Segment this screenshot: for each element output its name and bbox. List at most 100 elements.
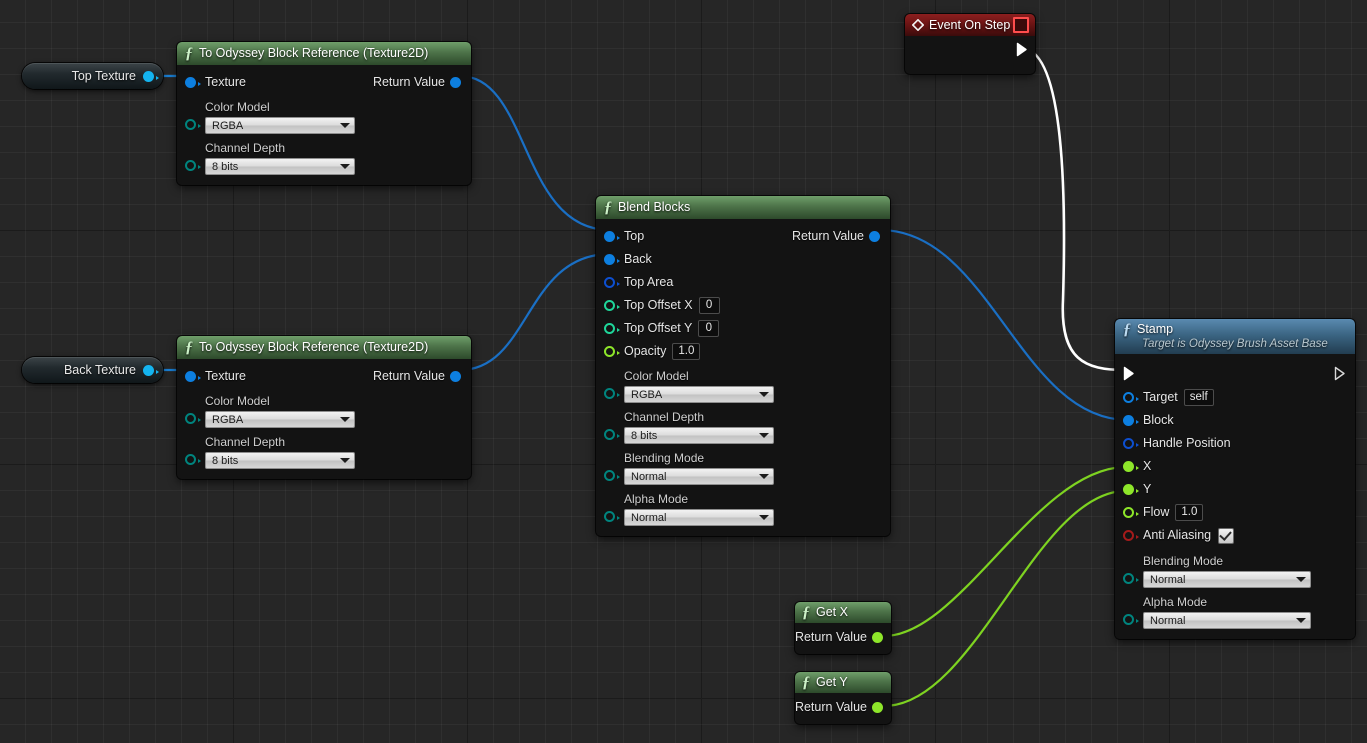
input-pin-top[interactable]	[604, 231, 620, 242]
input-pin-channel-depth[interactable]	[185, 160, 201, 171]
input-pin-blending-mode[interactable]	[604, 470, 620, 481]
input-pin-target[interactable]	[1123, 392, 1139, 403]
combo-channel-depth[interactable]: 8 bits	[624, 427, 774, 444]
input-value-opacity[interactable]: 1.0	[672, 343, 701, 360]
node-title-text: Get Y	[816, 675, 848, 689]
pin-row-return-value: Return Value	[795, 626, 891, 649]
input-pin-color-model[interactable]	[185, 119, 201, 130]
pin-row-return-value: Return Value	[795, 696, 891, 719]
combo-value-channel-depth: 8 bits	[212, 454, 239, 467]
checkbox-anti-aliasing[interactable]	[1218, 527, 1235, 544]
input-exec-pin[interactable]	[1123, 366, 1134, 381]
input-value-target[interactable]: self	[1183, 389, 1214, 406]
input-label-block: Block	[1143, 413, 1174, 427]
input-pin-opacity[interactable]	[604, 346, 620, 357]
node-blend-blocks[interactable]: ƒ Blend Blocks Top Return Value	[596, 196, 890, 536]
output-pin-return-value[interactable]	[872, 632, 883, 643]
function-icon: ƒ	[185, 338, 193, 356]
node-to-odyssey-block-reference-back[interactable]: ƒ To Odyssey Block Reference (Texture2D)…	[177, 336, 471, 479]
input-pin-channel-depth[interactable]	[604, 429, 620, 440]
input-pin-handle-position[interactable]	[1123, 438, 1139, 449]
pin-row-block: Block	[1115, 409, 1355, 432]
combo-color-model[interactable]: RGBA	[205, 411, 355, 428]
pin-row-top-area: Top Area	[596, 271, 890, 294]
node-get-x[interactable]: ƒ Get X Return Value	[795, 602, 891, 654]
output-pin-return-value[interactable]	[450, 77, 461, 88]
output-pin-return-value[interactable]	[869, 231, 880, 242]
output-exec-pin[interactable]	[1016, 42, 1027, 57]
input-label-top-offset-x: Top Offset X	[624, 298, 693, 312]
pin-row-texture: Texture Return Value	[177, 71, 471, 94]
input-pin-texture[interactable]	[185, 371, 201, 382]
input-pin-channel-depth[interactable]	[185, 454, 201, 465]
input-value-top-offset-x[interactable]: 0	[698, 297, 720, 314]
top-texture-output-pin[interactable]	[143, 70, 159, 82]
variable-node-back-texture[interactable]: Back Texture	[22, 357, 163, 383]
combo-row-color-model: Color Model RGBA	[177, 392, 471, 430]
top-texture-label: Top Texture	[71, 69, 136, 83]
combo-color-model[interactable]: RGBA	[205, 117, 355, 134]
combo-value-color-model: RGBA	[631, 388, 663, 401]
input-pin-block[interactable]	[1123, 415, 1139, 426]
chevron-down-icon	[759, 392, 769, 397]
node-title-bar: Event On Step	[905, 14, 1035, 36]
combo-blending-mode[interactable]: Normal	[624, 468, 774, 485]
node-to-odyssey-block-reference-top[interactable]: ƒ To Odyssey Block Reference (Texture2D)…	[177, 42, 471, 185]
variable-node-top-texture[interactable]: Top Texture	[22, 63, 163, 89]
output-exec-pin[interactable]	[1334, 366, 1345, 381]
input-pin-top-offset-x[interactable]	[604, 300, 620, 311]
input-pin-top-area[interactable]	[604, 277, 620, 288]
input-pin-texture[interactable]	[185, 77, 201, 88]
input-pin-alpha-mode[interactable]	[1123, 614, 1139, 625]
node-body: Target self Block Handle Position X	[1115, 354, 1355, 639]
pin-row-anti-aliasing: Anti Aliasing	[1115, 524, 1355, 547]
input-pin-blending-mode[interactable]	[1123, 573, 1139, 584]
node-title-bar: ƒ To Odyssey Block Reference (Texture2D)	[177, 42, 471, 65]
chevron-down-icon	[759, 433, 769, 438]
chevron-down-icon	[340, 458, 350, 463]
combo-value-channel-depth: 8 bits	[212, 160, 239, 173]
node-title-bar: ƒ Get X	[795, 602, 891, 623]
node-event-on-step[interactable]: Event On Step	[905, 14, 1035, 74]
node-get-y[interactable]: ƒ Get Y Return Value	[795, 672, 891, 724]
input-value-flow[interactable]: 1.0	[1175, 504, 1204, 521]
chevron-down-icon	[340, 123, 350, 128]
combo-channel-depth[interactable]: 8 bits	[205, 158, 355, 175]
node-stamp[interactable]: ƒ Stamp Target is Odyssey Brush Asset Ba…	[1115, 319, 1355, 639]
input-label-y: Y	[1143, 482, 1152, 496]
combo-channel-depth[interactable]: 8 bits	[205, 452, 355, 469]
input-pin-anti-aliasing[interactable]	[1123, 530, 1139, 541]
output-label-return-value: Return Value	[791, 229, 864, 243]
node-title-bar: ƒ Blend Blocks	[596, 196, 890, 219]
function-icon: ƒ	[185, 44, 193, 62]
combo-blending-mode[interactable]: Normal	[1143, 571, 1311, 588]
input-pin-x[interactable]	[1123, 461, 1139, 472]
wire-backref-to-blend-back	[459, 252, 611, 372]
input-pin-y[interactable]	[1123, 484, 1139, 495]
node-subtitle-text: Target is Odyssey Brush Asset Base	[1142, 338, 1328, 350]
event-delegate-icon[interactable]	[1013, 17, 1029, 33]
input-pin-color-model[interactable]	[185, 413, 201, 424]
chevron-down-icon	[1296, 618, 1306, 623]
pin-row-top: Top Return Value	[596, 225, 890, 248]
input-pin-flow[interactable]	[1123, 507, 1139, 518]
combo-value-alpha-mode: Normal	[631, 511, 667, 524]
input-pin-alpha-mode[interactable]	[604, 511, 620, 522]
wire-blend-to-stamp-block	[879, 228, 1129, 422]
combo-value-alpha-mode: Normal	[1150, 614, 1186, 627]
output-pin-return-value[interactable]	[872, 702, 883, 713]
combo-alpha-mode[interactable]: Normal	[1143, 612, 1311, 629]
input-pin-top-offset-y[interactable]	[604, 323, 620, 334]
input-pin-back[interactable]	[604, 254, 620, 265]
node-title-text: To Odyssey Block Reference (Texture2D)	[199, 46, 429, 60]
output-pin-return-value[interactable]	[450, 371, 461, 382]
function-icon: ƒ	[1123, 320, 1131, 338]
combo-label-alpha-mode: Alpha Mode	[1143, 595, 1208, 609]
combo-alpha-mode[interactable]: Normal	[624, 509, 774, 526]
input-pin-color-model[interactable]	[604, 388, 620, 399]
back-texture-output-pin[interactable]	[143, 364, 159, 376]
combo-color-model[interactable]: RGBA	[624, 386, 774, 403]
node-title-bar: ƒ To Odyssey Block Reference (Texture2D)	[177, 336, 471, 359]
input-value-top-offset-y[interactable]: 0	[698, 320, 720, 337]
